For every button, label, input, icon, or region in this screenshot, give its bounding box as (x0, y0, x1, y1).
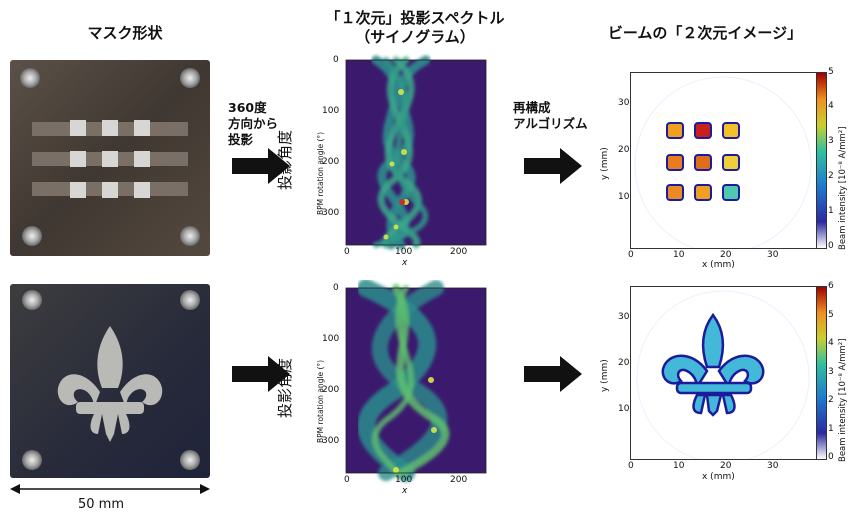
sinogram-top-xtick-0: 0 (344, 247, 350, 257)
cbar-top-tick-2: 2 (828, 171, 834, 181)
cbar-top-tick-3: 3 (828, 136, 834, 146)
sinogram-top-ytick-0: 0 (333, 55, 339, 65)
reconstruction-note-line1: 再構成 (513, 100, 551, 115)
beam-image-panel-top (630, 72, 817, 254)
sinogram-panel-bottom (296, 279, 496, 498)
beam-bottom-xtick-10: 10 (673, 461, 685, 471)
mask-photo-grid (10, 60, 210, 256)
beam-bottom-ylabel: y (mm) (600, 359, 610, 392)
sinogram-top-xtick-200: 200 (450, 247, 468, 257)
sinogram-bottom-ylabel-jp: 投影角度 (276, 357, 294, 418)
sinogram-bottom-ytick-300: 300 (322, 436, 340, 446)
reconstruction-note: 再構成 アルゴリズム (513, 100, 588, 132)
reconstruction-arrow-top (524, 148, 582, 184)
cbar-bottom-tick-2: 2 (828, 395, 834, 405)
mask-photo-fleur-de-lis (10, 284, 210, 478)
cbar-bottom-tick-3: 3 (828, 367, 834, 377)
sinogram-bottom-ytick-200: 200 (322, 385, 340, 395)
projection-note-line3: 投影 (228, 132, 254, 147)
sinogram-bottom-xtick-0: 0 (344, 475, 350, 485)
reconstruction-note-line2: アルゴリズム (513, 116, 588, 131)
beam-bottom-ytick-10: 10 (618, 404, 630, 414)
beam-top-ylabel: y (mm) (600, 147, 610, 180)
scale-bar-label: 50 mm (78, 497, 125, 512)
cbar-bottom-tick-1: 1 (828, 424, 834, 434)
beam-image-panel-bottom (630, 286, 817, 464)
cbar-bottom-label: Beam intensity [10⁻⁸ A/mm²] (838, 338, 848, 463)
sinogram-top-ytick-200: 200 (322, 157, 340, 167)
scale-bar-arrow (10, 484, 210, 494)
projection-note-line1: 360度 (228, 100, 267, 115)
sinogram-top-ylabel-en: BPM rotation angle (°) (316, 131, 325, 215)
sinogram-top-xtick-100: 100 (395, 247, 413, 257)
sinogram-top-ytick-300: 300 (322, 208, 340, 218)
sinogram-header-line2: （サイノグラム） (355, 28, 475, 46)
sinogram-bottom-xlabel: x (402, 486, 408, 496)
beam-image-header: ビームの「２次元イメージ」 (607, 24, 803, 42)
projection-arrow-top (232, 148, 290, 184)
colorbar-bottom (816, 286, 827, 460)
cbar-top-tick-0: 0 (828, 241, 834, 251)
beam-top-ytick-20: 20 (618, 145, 630, 155)
sinogram-top-xlabel: x (402, 258, 408, 268)
sinogram-bottom-ytick-0: 0 (333, 283, 339, 293)
cbar-top-tick-4: 4 (828, 101, 834, 111)
colorbar-top (816, 72, 827, 249)
reconstruction-arrow-bottom (524, 356, 582, 392)
beam-bottom-ytick-20: 20 (618, 358, 630, 368)
beam-bottom-xtick-20: 20 (720, 461, 732, 471)
projection-note-line2: 方向から (228, 116, 279, 131)
sinogram-bottom-ytick-100: 100 (322, 334, 340, 344)
cbar-top-tick-5: 5 (828, 67, 834, 77)
beam-top-xtick-30: 30 (767, 250, 779, 260)
cbar-top-label: Beam intensity [10⁻⁸ A/mm²] (838, 126, 848, 251)
sinogram-top-ylabel-jp: 投影角度 (276, 129, 294, 190)
beam-top-xtick-20: 20 (720, 250, 732, 260)
sinogram-panel-top (296, 52, 496, 270)
cbar-top-tick-1: 1 (828, 206, 834, 216)
sinogram-bottom-ylabel-en: BPM rotation angle (°) (316, 359, 325, 443)
beam-top-ytick-10: 10 (618, 192, 630, 202)
beam-bottom-xlabel: x (mm) (702, 472, 735, 482)
sinogram-top-ytick-100: 100 (322, 106, 340, 116)
sinogram-bottom-xtick-100: 100 (395, 475, 413, 485)
beam-top-xlabel: x (mm) (702, 260, 735, 270)
projection-note: 360度 方向から 投影 (228, 100, 278, 148)
cbar-bottom-tick-4: 4 (828, 338, 834, 348)
projection-arrow-bottom (232, 356, 290, 392)
beam-top-xtick-0: 0 (628, 250, 634, 260)
sinogram-header-line1: 「１次元」投影スペクトル (325, 9, 505, 27)
cbar-bottom-tick-6: 6 (828, 281, 834, 291)
mask-shape-header: マスク形状 (87, 24, 163, 42)
beam-top-xtick-10: 10 (673, 250, 685, 260)
beam-bottom-xtick-30: 30 (767, 461, 779, 471)
beam-bottom-xtick-0: 0 (628, 461, 634, 471)
beam-top-ytick-30: 30 (618, 98, 630, 108)
beam-bottom-ytick-30: 30 (618, 312, 630, 322)
cbar-bottom-tick-0: 0 (828, 452, 834, 462)
sinogram-bottom-xtick-200: 200 (450, 475, 468, 485)
cbar-bottom-tick-5: 5 (828, 310, 834, 320)
